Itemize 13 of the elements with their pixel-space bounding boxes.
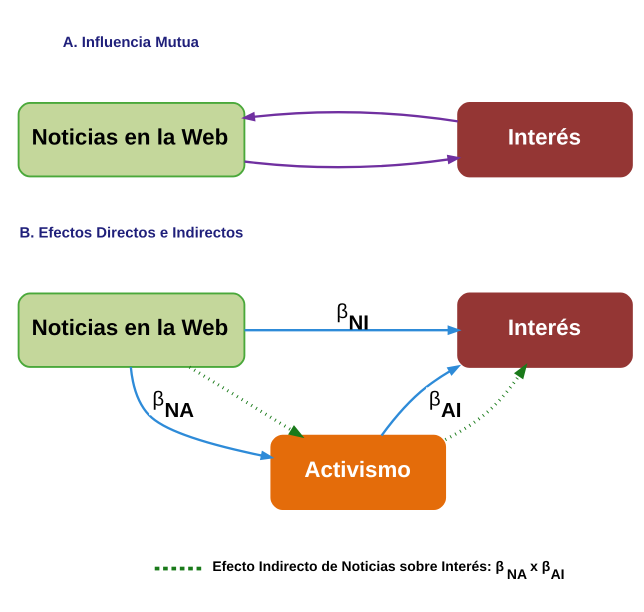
arrow [244, 154, 462, 168]
arrow [130, 366, 275, 460]
arrow [444, 362, 528, 441]
label: A. Influencia Mutua [62, 34, 199, 51]
node-box: Noticias en la Web [18, 292, 246, 368]
label: B. Efectos Directos e Indirectos [20, 225, 244, 242]
node-box: Interés [457, 102, 633, 177]
node-box: Activismo [270, 434, 446, 510]
arrow [241, 110, 458, 122]
node-box: Noticias en la Web [18, 102, 246, 177]
arrow [188, 365, 304, 438]
arrow [244, 324, 462, 335]
node-box: Interés [457, 292, 633, 368]
